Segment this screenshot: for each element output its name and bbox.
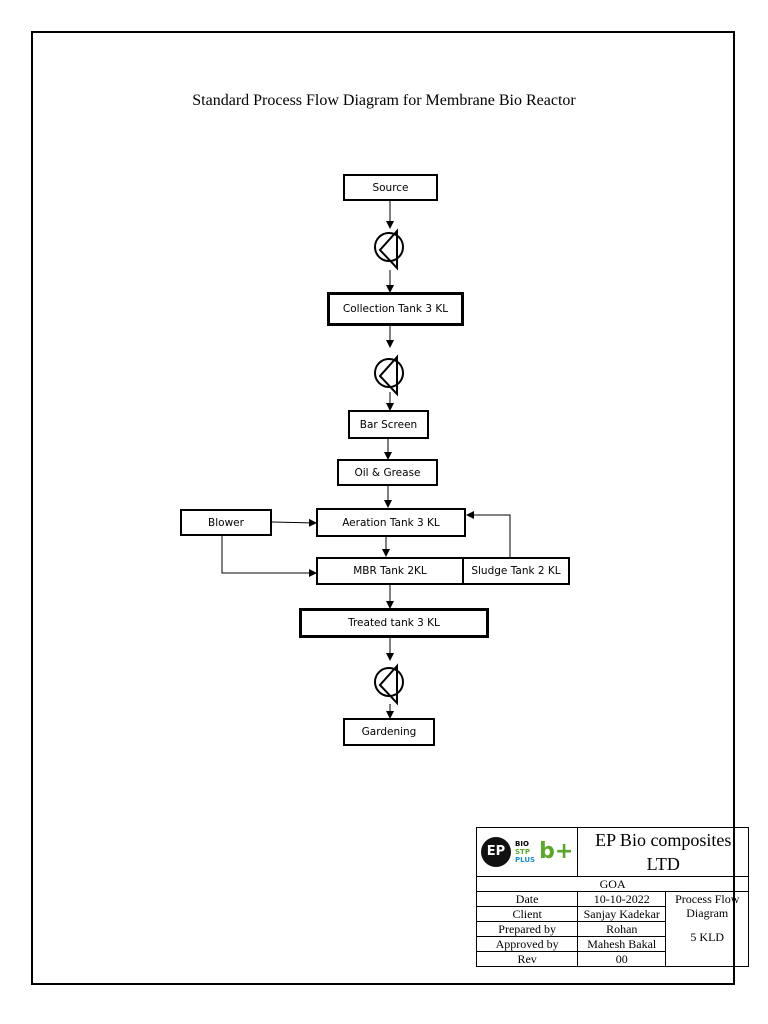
approved-value: Mahesh Bakal	[577, 936, 667, 952]
doc-type: Process Flow Diagram	[675, 892, 740, 920]
node-mbr-tank: MBR Tank 2KL	[316, 557, 464, 585]
diagram-title: Standard Process Flow Diagram for Membra…	[192, 92, 576, 109]
node-aeration-tank: Aeration Tank 3 KL	[316, 508, 466, 537]
rev-value: 00	[577, 951, 667, 967]
title-block: EP BIO STP PLUS b+ EP Bio composites LTD…	[475, 827, 750, 967]
arrow-blower-aeration	[271, 518, 317, 527]
capacity: 5 KLD	[690, 930, 725, 944]
pump-icon	[374, 354, 404, 397]
date-label: Date	[475, 891, 579, 907]
pump-icon	[374, 228, 404, 271]
b-plus-logo: b+	[539, 839, 574, 864]
node-sludge-tank: Sludge Tank 2 KL	[462, 557, 570, 585]
logo-cell: EP BIO STP PLUS b+	[475, 827, 579, 877]
date-value: 10-10-2022	[577, 891, 667, 907]
doc-info: Process Flow Diagram 5 KLD	[665, 891, 750, 967]
arrow-blower-mbr	[221, 535, 317, 577]
node-gardening: Gardening	[343, 718, 435, 746]
client-label: Client	[475, 906, 579, 922]
prepared-label: Prepared by	[475, 921, 579, 937]
rev-label: Rev	[475, 951, 579, 967]
node-source: Source	[343, 174, 438, 201]
company-name: EP Bio composites LTD	[577, 827, 750, 877]
bio-stp-logo: BIO STP PLUS	[515, 840, 536, 864]
page-border	[31, 31, 735, 985]
pump-icon	[374, 663, 404, 706]
node-collection-tank: Collection Tank 3 KL	[327, 292, 464, 326]
ep-logo: EP	[481, 837, 511, 867]
prepared-value: Rohan	[577, 921, 667, 937]
client-value: Sanjay Kadekar	[577, 906, 667, 922]
node-blower: Blower	[180, 509, 272, 536]
approved-label: Approved by	[475, 936, 579, 952]
location: GOA	[475, 876, 750, 892]
node-oil-grease: Oil & Grease	[337, 459, 438, 486]
arrow-sludge-return	[466, 511, 511, 557]
node-treated-tank: Treated tank 3 KL	[299, 608, 489, 638]
node-bar-screen: Bar Screen	[348, 410, 429, 439]
